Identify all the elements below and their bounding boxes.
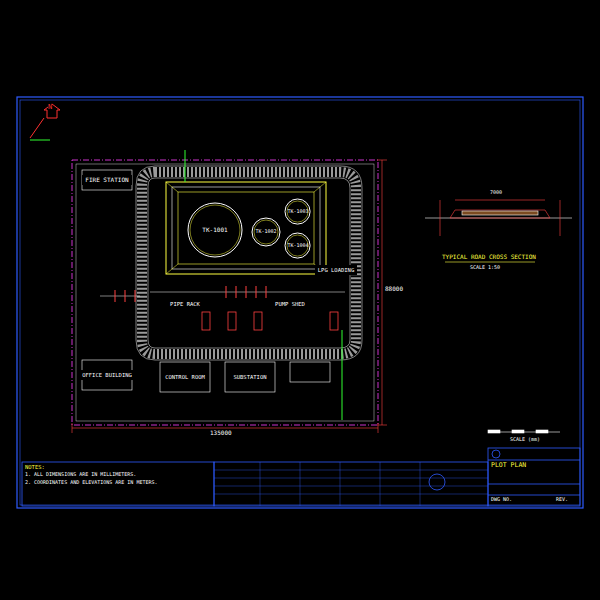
drawing-note: 1. ALL DIMENSIONS ARE IN MILLIMETERS. bbox=[25, 472, 136, 478]
tank-ring bbox=[287, 235, 308, 256]
tank-ring bbox=[254, 220, 278, 244]
facility-box: PIPE RACK bbox=[167, 299, 203, 309]
facility-label: TK-1002 bbox=[255, 229, 276, 235]
tank-circle: TK-1001 bbox=[187, 202, 243, 258]
facility-label: PIPE RACK bbox=[170, 301, 200, 307]
facility-label: TK-1001 bbox=[202, 227, 227, 234]
facility-box: SUBSTATION bbox=[230, 372, 269, 382]
tank-shell bbox=[252, 218, 280, 246]
facility-label: TK-1004 bbox=[287, 243, 308, 249]
tank-ring bbox=[190, 205, 240, 255]
tank-shell bbox=[188, 203, 242, 257]
drawing-note: 7000 bbox=[490, 190, 502, 196]
tank-shell bbox=[285, 199, 310, 224]
drawing-note: 135000 bbox=[210, 430, 232, 437]
tank-circle: TK-1004 bbox=[284, 232, 311, 259]
tank-shell bbox=[285, 233, 310, 258]
facility-label: LPG LOADING bbox=[318, 267, 354, 273]
facility-label: TK-1003 bbox=[287, 209, 308, 215]
facility-label: FIRE STATION bbox=[85, 177, 128, 184]
drawing-note: SCALE 1:50 bbox=[470, 265, 500, 271]
facility-label: SUBSTATION bbox=[233, 374, 266, 380]
facility-box: OFFICE BUILDING bbox=[79, 370, 135, 380]
facility-label: OFFICE BUILDING bbox=[82, 372, 132, 378]
facility-label: CONTROL ROOM bbox=[165, 374, 205, 380]
tank-ring bbox=[287, 201, 308, 222]
north-mark: N bbox=[48, 104, 52, 112]
facility-box: CONTROL ROOM bbox=[162, 372, 208, 382]
drawing-note: DWG NO. bbox=[491, 497, 512, 503]
drawing-note: 2. COORDINATES AND ELEVATIONS ARE IN MET… bbox=[25, 480, 157, 486]
drawing-note: NOTES: bbox=[25, 464, 45, 470]
tank-circle: TK-1002 bbox=[251, 217, 281, 247]
drawing-note: SCALE (mm) bbox=[510, 437, 540, 443]
facility-box: LPG LOADING bbox=[315, 265, 357, 275]
facility-label: PUMP SHED bbox=[275, 301, 305, 307]
facility-box: PUMP SHED bbox=[272, 299, 308, 309]
drawing-title: PLOT PLAN bbox=[491, 462, 526, 469]
drawing-note: 88000 bbox=[385, 286, 403, 293]
drawing-note: REV. bbox=[556, 497, 568, 503]
facility-box: FIRE STATION bbox=[82, 175, 131, 186]
tank-circle: TK-1003 bbox=[284, 198, 311, 225]
drawing-note: TYPICAL ROAD CROSS SECTION bbox=[442, 254, 536, 261]
